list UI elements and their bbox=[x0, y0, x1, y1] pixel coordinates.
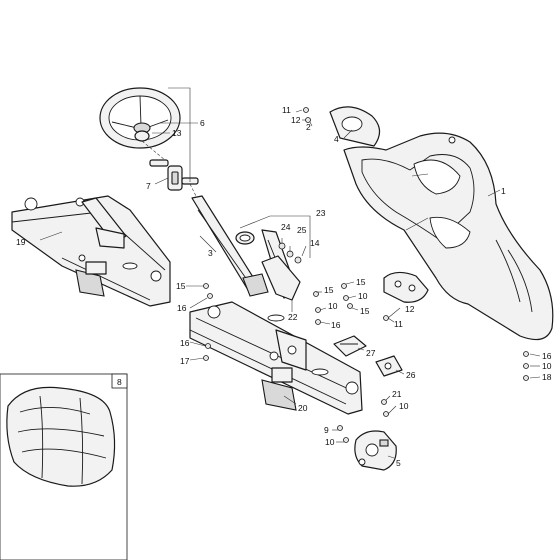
steering-joint[interactable] bbox=[149, 159, 199, 191]
callout-1: 1 bbox=[501, 186, 506, 196]
callout-23: 23 bbox=[316, 208, 326, 218]
callout-15c: 15 bbox=[356, 277, 366, 287]
callout-13: 13 bbox=[172, 128, 182, 138]
callout-27: 27 bbox=[366, 348, 376, 358]
callout-18: 18 bbox=[542, 372, 552, 382]
callout-10e: 10 bbox=[325, 437, 335, 447]
plate-27[interactable] bbox=[333, 335, 367, 357]
callout-6: 6 bbox=[200, 118, 205, 128]
callout-16d: 16 bbox=[542, 351, 552, 361]
callout-9: 9 bbox=[324, 425, 329, 435]
callout-12b: 12 bbox=[405, 304, 415, 314]
callout-17: 17 bbox=[180, 356, 190, 366]
bracket-bolts bbox=[278, 242, 302, 264]
callout-16b: 16 bbox=[180, 338, 190, 348]
left-panel-pedal-bracket[interactable] bbox=[75, 197, 127, 297]
switch-module[interactable] bbox=[383, 271, 429, 303]
callout-19: 19 bbox=[16, 237, 26, 247]
callout-11b: 11 bbox=[394, 319, 403, 329]
callout-16c: 16 bbox=[331, 320, 341, 330]
callout-8: 8 bbox=[117, 377, 122, 387]
callout-10d: 10 bbox=[399, 401, 409, 411]
callout-2: 2 bbox=[306, 122, 311, 132]
callout-15b: 15 bbox=[324, 285, 334, 295]
callout-14: 14 bbox=[310, 238, 320, 248]
callout-20: 20 bbox=[298, 403, 308, 413]
callout-10b: 10 bbox=[358, 291, 368, 301]
callout-11a: 11 bbox=[282, 105, 291, 115]
lower-dash-panel[interactable] bbox=[189, 301, 363, 415]
callout-16a: 16 bbox=[177, 303, 187, 313]
dashboard-shroud[interactable] bbox=[343, 132, 554, 341]
steering-wheel[interactable] bbox=[99, 87, 181, 149]
callout-25: 25 bbox=[297, 225, 307, 235]
column-bracket[interactable] bbox=[235, 229, 301, 301]
leader-lines bbox=[39, 87, 541, 459]
callout-7: 7 bbox=[146, 181, 151, 191]
callout-3: 3 bbox=[208, 248, 213, 258]
callout-10a: 10 bbox=[328, 301, 338, 311]
callout-24: 24 bbox=[281, 222, 291, 232]
callout-5: 5 bbox=[396, 458, 401, 468]
fasteners bbox=[203, 107, 529, 443]
lower-panel-mount[interactable] bbox=[261, 329, 307, 411]
callout-10c: 10 bbox=[542, 361, 552, 371]
throttle-unit[interactable] bbox=[354, 430, 397, 471]
seat-cover[interactable] bbox=[6, 386, 116, 487]
callout-15d: 15 bbox=[360, 306, 370, 316]
callout-21: 21 bbox=[392, 389, 402, 399]
steering-column[interactable] bbox=[191, 195, 269, 297]
callout-numbers: 1 11 12 2 4 6 13 7 3 23 24 25 14 19 15 1… bbox=[16, 105, 552, 468]
callout-26: 26 bbox=[406, 370, 416, 380]
callout-22: 22 bbox=[288, 312, 298, 322]
cover-plate[interactable] bbox=[329, 106, 381, 147]
callout-4: 4 bbox=[334, 134, 339, 144]
callout-15a: 15 bbox=[176, 281, 186, 291]
callout-12a: 12 bbox=[291, 115, 301, 125]
plate-26[interactable] bbox=[375, 355, 403, 377]
left-dash-panel[interactable] bbox=[11, 195, 171, 307]
